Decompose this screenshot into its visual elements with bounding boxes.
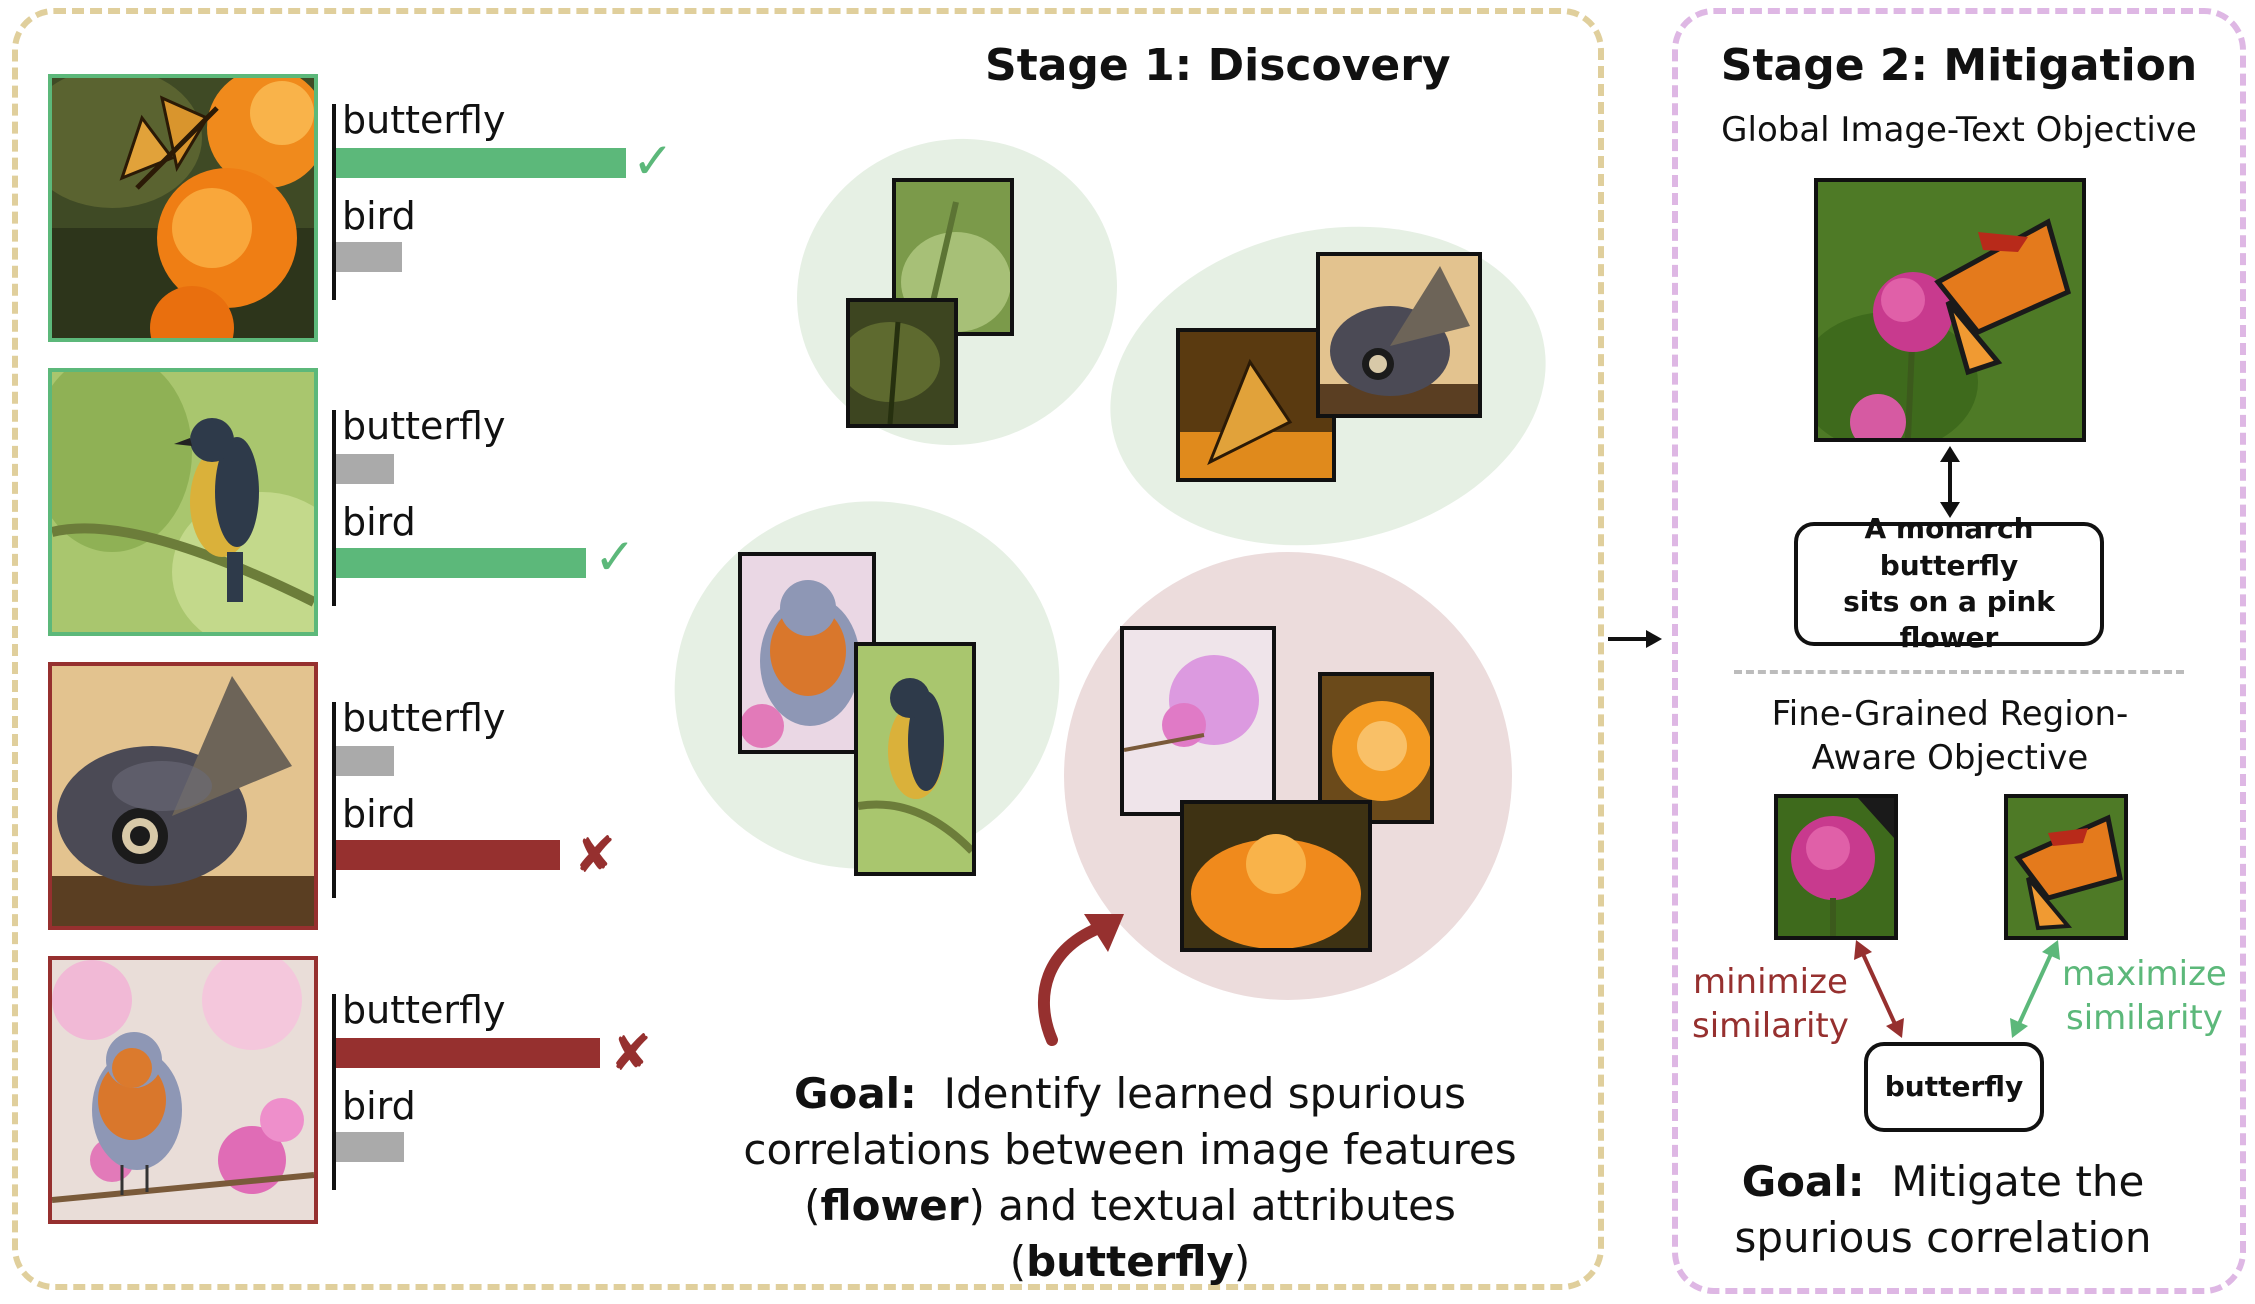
score-bar-bird-2 [336, 548, 586, 578]
stage2-goal-label: Goal: [1741, 1157, 1865, 1206]
cluster-thumb-butterfly-owl [1316, 252, 1482, 418]
minimize-line1: minimize [1692, 962, 1848, 1002]
owl-butterfly-image [52, 666, 314, 926]
cross-icon: ✘ [574, 826, 616, 884]
cluster-thumb-orange-flower-small [1318, 672, 1434, 824]
sample-image-bird-branch [48, 368, 318, 636]
monarch-image-frame [1814, 178, 2086, 442]
orange-flower-large-image [1184, 804, 1368, 948]
region-flower-image [1778, 798, 1894, 936]
score-bar-bird-1 [336, 242, 402, 272]
stage2-goal-line1: Mitigate the [1891, 1157, 2145, 1206]
goal-paren-close: ) [1233, 1236, 1251, 1286]
cluster-thumb-pink-flower [1120, 626, 1276, 816]
label-butterfly-2: butterfly [342, 404, 506, 448]
label-butterfly-3: butterfly [342, 696, 506, 740]
cluster-thumb-leaves-2 [846, 298, 958, 428]
maximize-label: maximize similarity [2062, 952, 2227, 1040]
stage1-title: Stage 1: Discovery [985, 40, 1451, 91]
orange-flower-small-image [1322, 676, 1430, 820]
caption-line1: A monarch butterfly [1864, 512, 2034, 582]
minimize-label: minimize similarity [1692, 960, 1849, 1048]
stage1-goal-label: Goal: [793, 1069, 917, 1118]
bidirectional-arrow-icon [1940, 446, 1960, 518]
cluster-thumb-butterfly-orange [1176, 328, 1336, 482]
monarch-butterfly-image [1818, 182, 2082, 438]
section-divider [1734, 670, 2184, 674]
label-bird-2: bird [342, 500, 416, 544]
stage-connector-arrow [1608, 630, 1662, 648]
check-icon: ✓ [632, 132, 674, 190]
fine-line2: Aware Objective [1811, 738, 2089, 779]
label-bird-1: bird [342, 194, 416, 238]
score-axis-3 [332, 702, 336, 898]
word-box: butterfly [1864, 1042, 2044, 1132]
maximize-line1: maximize [2062, 954, 2227, 994]
minimize-arrow-icon [1854, 940, 1904, 1038]
bird-branch-image [52, 372, 314, 632]
fine-line1: Fine-Grained Region- [1771, 694, 2129, 734]
goal-attribute: butterfly [1026, 1236, 1234, 1286]
stage2-title: Stage 2: Mitigation [1720, 40, 2198, 91]
score-bar-butterfly-4 [336, 1038, 600, 1068]
stage2-panel [1672, 8, 2246, 1294]
butterfly-flower-image [52, 78, 314, 338]
global-objective-label: Global Image-Text Objective [1721, 110, 2197, 150]
stage1-panel [12, 8, 1604, 1290]
sample-image-butterfly-flower [48, 74, 318, 342]
orange-butterfly-image [1180, 332, 1332, 478]
caption-line2: sits on a pink flower [1843, 585, 2055, 655]
maximize-arrow-icon [2010, 940, 2060, 1038]
stage2-goal: Goal: Mitigate the spurious correlation [1672, 1154, 2214, 1266]
owl-butterfly-small-image [1320, 256, 1478, 414]
score-bar-butterfly-2 [336, 454, 394, 484]
bird-small-image [858, 646, 972, 872]
score-bar-butterfly-1 [336, 148, 626, 178]
region-butterfly-image [2008, 798, 2124, 936]
score-axis-4 [332, 994, 336, 1190]
cross-icon: ✘ [610, 1024, 652, 1082]
goal-paren-open: ( [804, 1180, 821, 1230]
robin-small-image [742, 556, 872, 750]
fine-grained-objective-label: Fine-Grained Region- Aware Objective [1672, 692, 2228, 780]
minimize-line2: similarity [1692, 1006, 1849, 1047]
leaves-dark-image [850, 302, 954, 424]
score-bar-bird-3 [336, 840, 560, 870]
score-bar-butterfly-3 [336, 746, 394, 776]
region-butterfly-frame [2004, 794, 2128, 940]
stage1-goal-line2: correlations between image features [743, 1124, 1517, 1174]
score-bar-bird-4 [336, 1132, 404, 1162]
score-axis-1 [332, 104, 336, 300]
stage1-goal: Goal: Identify learned spurious correlat… [700, 1066, 1560, 1289]
label-butterfly-1: butterfly [342, 98, 506, 142]
maximize-line2: similarity [2065, 998, 2223, 1039]
pink-flower-image [1124, 630, 1272, 812]
goal-feature: flower [820, 1180, 969, 1230]
stage1-goal-line1: Identify learned spurious [943, 1069, 1466, 1118]
curved-arrow-icon [1037, 914, 1124, 1046]
stage2-goal-line2: spurious correlation [1734, 1212, 2152, 1262]
score-axis-2 [332, 410, 336, 606]
cluster-thumb-orange-flower-large [1180, 800, 1372, 952]
robin-flowers-image [52, 960, 314, 1220]
label-bird-4: bird [342, 1084, 416, 1128]
check-icon: ✓ [594, 528, 636, 586]
cluster-thumb-bird [854, 642, 976, 876]
label-butterfly-4: butterfly [342, 988, 506, 1032]
caption-box: A monarch butterfly sits on a pink flowe… [1794, 512, 2104, 654]
cluster-thumb-robin [738, 552, 876, 754]
goal-line3-mid: ) and textual attributes ( [968, 1180, 1456, 1286]
sample-image-robin-flowers [48, 956, 318, 1224]
region-flower-frame [1774, 794, 1898, 940]
sample-image-owl-butterfly [48, 662, 318, 930]
label-bird-3: bird [342, 792, 416, 836]
